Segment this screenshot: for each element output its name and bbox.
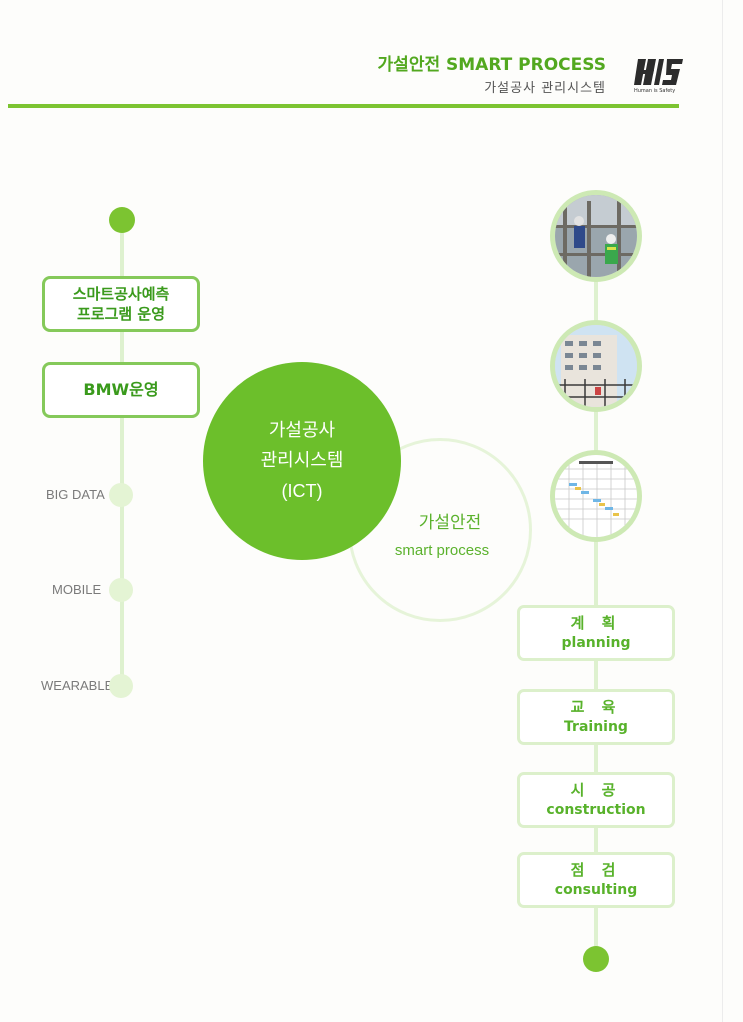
header-subtitle: 가설공사 관리시스템 xyxy=(484,81,606,96)
step-construction: 시 공 construction xyxy=(517,772,675,828)
his-logo xyxy=(634,59,683,85)
wearable-dot xyxy=(109,674,133,698)
big-data-dot xyxy=(109,483,133,507)
left-top-dot xyxy=(109,207,135,233)
building-scaffolding-photo xyxy=(550,320,642,412)
center-line3: (ICT) xyxy=(281,481,323,501)
step-consulting-ko: 점 검 xyxy=(570,861,622,879)
management-system-circle: 가설공사 관리시스템 (ICT) xyxy=(203,362,401,560)
tag-big-data: BIG DATA xyxy=(46,487,105,502)
header-title: 가설안전 SMART PROCESS xyxy=(377,55,606,75)
header-rule xyxy=(8,104,679,108)
construction-workers-photo xyxy=(550,190,642,282)
center-line2: 관리시스템 xyxy=(260,450,344,471)
right-timeline-line xyxy=(594,230,598,960)
right-bottom-dot xyxy=(583,946,609,972)
logo-tagline: Human is Safety xyxy=(634,88,676,94)
smart-prediction-line1: 스마트공사예측 xyxy=(72,285,170,303)
step-construction-en: construction xyxy=(546,802,646,818)
smart-prediction-box: 스마트공사예측 프로그램 운영 xyxy=(42,276,200,332)
schedule-chart-photo xyxy=(550,450,642,542)
step-construction-ko: 시 공 xyxy=(570,781,622,799)
step-consulting-en: consulting xyxy=(554,882,638,898)
bmw-label: BMW운영 xyxy=(83,380,159,399)
page-edge-line xyxy=(722,0,723,1022)
step-training-en: Training xyxy=(564,719,628,735)
left-timeline-line xyxy=(120,220,124,690)
center-line1: 가설공사 xyxy=(268,420,336,441)
step-planning-en: planning xyxy=(561,635,631,651)
smart-process-label-ko: 가설안전 xyxy=(418,513,482,533)
smart-prediction-line2: 프로그램 운영 xyxy=(76,305,166,323)
step-training: 교 육 Training xyxy=(517,689,675,745)
step-planning-ko: 계 획 xyxy=(570,614,622,632)
step-training-ko: 교 육 xyxy=(570,698,622,716)
step-consulting: 점 검 consulting xyxy=(517,852,675,908)
smart-process-label-en: smart process xyxy=(394,542,490,559)
tag-wearable: WEARABLE xyxy=(41,678,114,693)
bmw-box: BMW운영 xyxy=(42,362,200,418)
mobile-dot xyxy=(109,578,133,602)
step-planning: 계 획 planning xyxy=(517,605,675,661)
tag-mobile: MOBILE xyxy=(52,582,102,597)
